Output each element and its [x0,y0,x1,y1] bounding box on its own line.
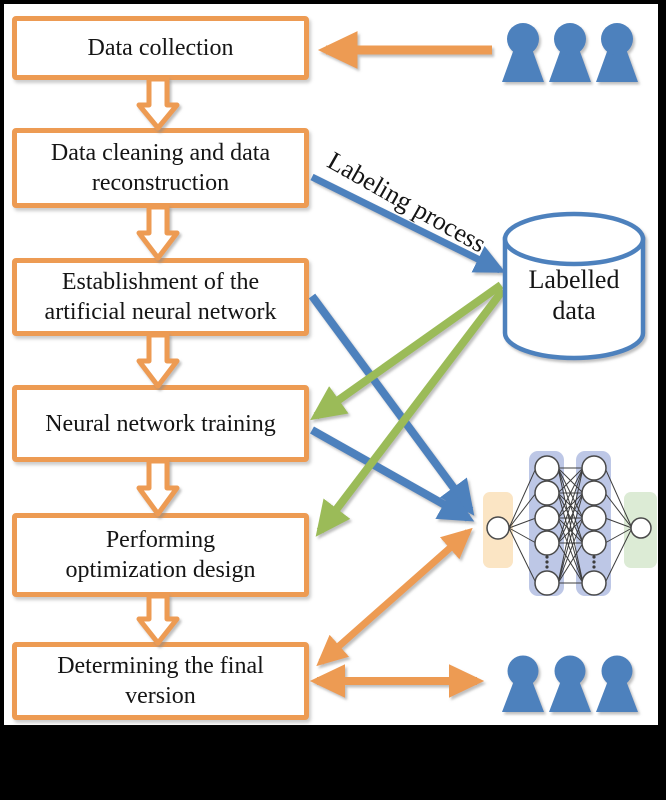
diagram-background [4,4,658,725]
flow-step-label: Neural network training [45,410,276,437]
flow-step-label: Data collection [87,35,234,61]
flow-step-optimization: Performing optimization design [12,513,309,597]
flow-step-data-collection: Data collection [12,16,309,80]
flow-step-nn-training: Neural network training [12,385,309,462]
labelled-data-label: Labelled data [528,265,620,326]
flow-step-final-version: Determining the final version [12,642,309,720]
flow-step-label: Data cleaning and data reconstruction [50,140,271,196]
flow-step-label: Establishment of the artificial neural n… [44,269,277,325]
flow-step-label: Determining the final version [57,653,264,709]
flow-step-ann-establishment: Establishment of the artificial neural n… [12,258,309,336]
flow-step-label: Performing optimization design [65,527,256,583]
flow-step-data-cleaning: Data cleaning and data reconstruction [12,128,309,208]
